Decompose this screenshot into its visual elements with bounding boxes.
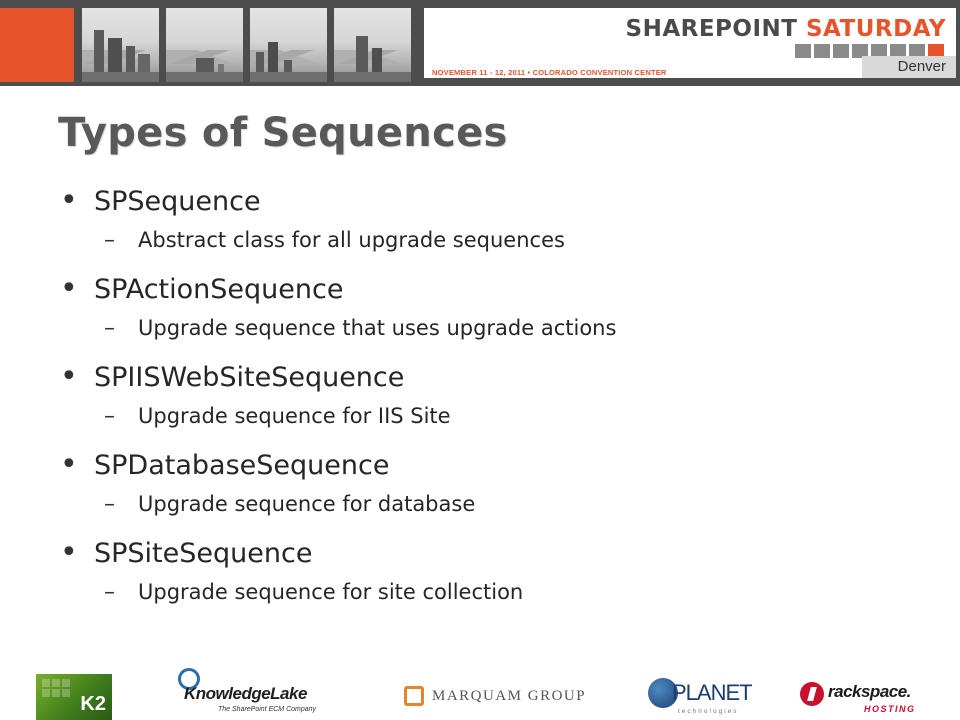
globe-icon	[648, 678, 678, 708]
event-date-location: NOVEMBER 11 - 12, 2011 • COLORADO CONVEN…	[432, 68, 667, 77]
sub-bullet-text: Abstract class for all upgrade sequences	[138, 228, 565, 252]
list-item: • SPDatabaseSequence – Upgrade sequence …	[60, 450, 940, 538]
sub-bullet-text: Upgrade sequence for IIS Site	[138, 404, 451, 428]
knowledgelake-tagline: The SharePoint ECM Company	[218, 706, 317, 713]
bullet-icon: •	[60, 535, 78, 570]
bullet-text: SPSequence	[94, 186, 261, 217]
knowledgelake-name: KnowledgeLake	[184, 684, 307, 703]
bullet-icon: •	[60, 271, 78, 306]
dash-icon: –	[104, 492, 115, 517]
dash-icon: –	[104, 316, 115, 341]
list-item: • SPIISWebSiteSequence – Upgrade sequenc…	[60, 362, 940, 450]
event-logo: SHAREPOINT SATURDAY NOVEMBER 11 - 12, 20…	[424, 8, 956, 78]
rackspace-tagline: HOSTING	[864, 704, 916, 714]
accent-block	[0, 8, 74, 82]
skyline-photo-4	[334, 8, 411, 82]
bullet-icon: •	[60, 447, 78, 482]
dash-icon: –	[104, 228, 115, 253]
event-brand: SHAREPOINT SATURDAY	[625, 16, 946, 42]
bullet-list: • SPSequence – Abstract class for all up…	[60, 186, 940, 626]
person-icon	[178, 668, 200, 690]
slide-title: Types of Sequences	[58, 110, 508, 156]
marquam-group-logo: MARQUAM GROUP	[404, 686, 586, 706]
planet-technologies-logo: PLANET technologies	[648, 678, 758, 720]
marquam-group-name: MARQUAM GROUP	[432, 687, 587, 704]
rackspace-mark-icon	[800, 682, 824, 706]
k2-logo: K2	[36, 674, 112, 720]
planet-tagline: technologies	[678, 708, 739, 715]
bullet-text: SPDatabaseSequence	[94, 450, 390, 481]
sponsor-strip: K2 KnowledgeLake The SharePoint ECM Comp…	[0, 660, 960, 720]
sub-bullet-text: Upgrade sequence for site collection	[138, 580, 524, 604]
list-item: • SPActionSequence – Upgrade sequence th…	[60, 274, 940, 362]
dash-icon: –	[104, 580, 115, 605]
skyline-photo-3	[250, 8, 327, 82]
header-banner: SHAREPOINT SATURDAY NOVEMBER 11 - 12, 20…	[0, 0, 960, 86]
brand-squares	[795, 44, 944, 58]
k2-logo-text: K2	[80, 693, 106, 715]
knowledgelake-logo: KnowledgeLake The SharePoint ECM Company	[178, 666, 338, 720]
city-tab	[862, 56, 956, 78]
rackspace-logo: rackspace. HOSTING	[800, 680, 930, 720]
bullet-text: SPSiteSequence	[94, 538, 313, 569]
bullet-icon: •	[60, 359, 78, 394]
rackspace-name: rackspace.	[828, 682, 911, 701]
skyline-photo-2	[166, 8, 243, 82]
list-item: • SPSequence – Abstract class for all up…	[60, 186, 940, 274]
bullet-text: SPActionSequence	[94, 274, 344, 305]
sub-bullet-text: Upgrade sequence that uses upgrade actio…	[138, 316, 617, 340]
event-city: Denver	[897, 58, 946, 75]
dash-icon: –	[104, 404, 115, 429]
skyline-photo-1	[82, 8, 159, 82]
bullet-icon: •	[60, 183, 78, 218]
marquam-mark-icon	[404, 686, 424, 706]
sub-bullet-text: Upgrade sequence for database	[138, 492, 476, 516]
list-item: • SPSiteSequence – Upgrade sequence for …	[60, 538, 940, 626]
planet-name: PLANET	[672, 680, 753, 705]
bullet-text: SPIISWebSiteSequence	[94, 362, 405, 393]
